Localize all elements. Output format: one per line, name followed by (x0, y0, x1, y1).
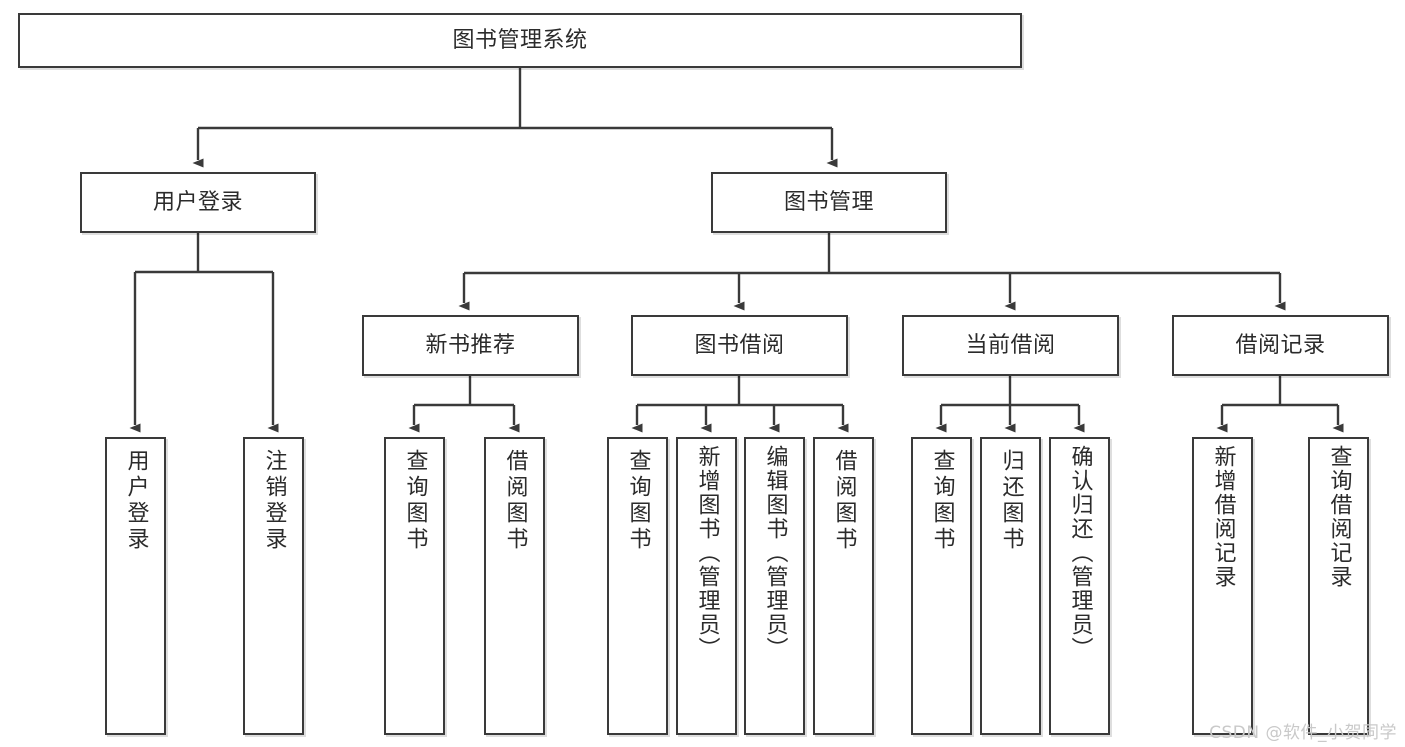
node-new-book-recommend-label: 新书推荐 (425, 332, 516, 358)
node-leaf-edit-book[interactable]: 编辑图书（管理员） (744, 437, 805, 735)
node-leaf-query-book-2-label: 查询图书 (625, 449, 651, 553)
node-book-borrow[interactable]: 图书借阅 (631, 315, 848, 376)
node-leaf-add-borrow-record[interactable]: 新增借阅记录 (1192, 437, 1253, 735)
node-leaf-logout-login-label: 注销登录 (261, 449, 287, 553)
node-leaf-return-book-label: 归还图书 (998, 449, 1024, 553)
node-leaf-confirm-return[interactable]: 确认归还（管理员） (1049, 437, 1110, 735)
node-leaf-add-borrow-record-label: 新增借阅记录 (1210, 445, 1236, 589)
csdn-watermark: CSDN @软件_小贺同学 (1209, 723, 1397, 743)
node-borrow-record[interactable]: 借阅记录 (1172, 315, 1389, 376)
node-leaf-query-book-3-label: 查询图书 (929, 449, 955, 553)
node-leaf-return-book[interactable]: 归还图书 (980, 437, 1041, 735)
node-book-management[interactable]: 图书管理 (711, 172, 947, 233)
node-leaf-query-book-1[interactable]: 查询图书 (384, 437, 445, 735)
node-new-book-recommend[interactable]: 新书推荐 (362, 315, 579, 376)
node-leaf-borrow-book-1[interactable]: 借阅图书 (484, 437, 545, 735)
node-leaf-borrow-book-2[interactable]: 借阅图书 (813, 437, 874, 735)
node-root[interactable]: 图书管理系统 (18, 13, 1022, 68)
node-book-borrow-label: 图书借阅 (694, 332, 785, 358)
node-leaf-query-borrow-record[interactable]: 查询借阅记录 (1308, 437, 1369, 735)
node-leaf-user-login[interactable]: 用户登录 (105, 437, 166, 735)
node-current-borrow-label: 当前借阅 (965, 332, 1056, 358)
node-book-management-label: 图书管理 (783, 189, 874, 215)
node-leaf-query-book-1-label: 查询图书 (402, 449, 428, 553)
node-borrow-record-label: 借阅记录 (1235, 332, 1326, 358)
node-leaf-query-book-2[interactable]: 查询图书 (607, 437, 668, 735)
node-leaf-add-book[interactable]: 新增图书（管理员） (676, 437, 737, 735)
node-leaf-query-borrow-record-label: 查询借阅记录 (1326, 445, 1352, 589)
node-leaf-borrow-book-2-label: 借阅图书 (831, 449, 857, 553)
node-leaf-add-book-label: 新增图书（管理员） (694, 445, 720, 661)
node-leaf-user-login-label: 用户登录 (123, 449, 149, 553)
node-user-login-label: 用户登录 (152, 189, 243, 215)
node-leaf-query-book-3[interactable]: 查询图书 (911, 437, 972, 735)
node-leaf-confirm-return-label: 确认归还（管理员） (1067, 445, 1093, 661)
node-leaf-edit-book-label: 编辑图书（管理员） (762, 445, 788, 661)
node-user-login[interactable]: 用户登录 (80, 172, 316, 233)
node-current-borrow[interactable]: 当前借阅 (902, 315, 1119, 376)
node-leaf-borrow-book-1-label: 借阅图书 (502, 449, 528, 553)
node-leaf-logout-login[interactable]: 注销登录 (243, 437, 304, 735)
node-root-label: 图书管理系统 (452, 27, 588, 53)
